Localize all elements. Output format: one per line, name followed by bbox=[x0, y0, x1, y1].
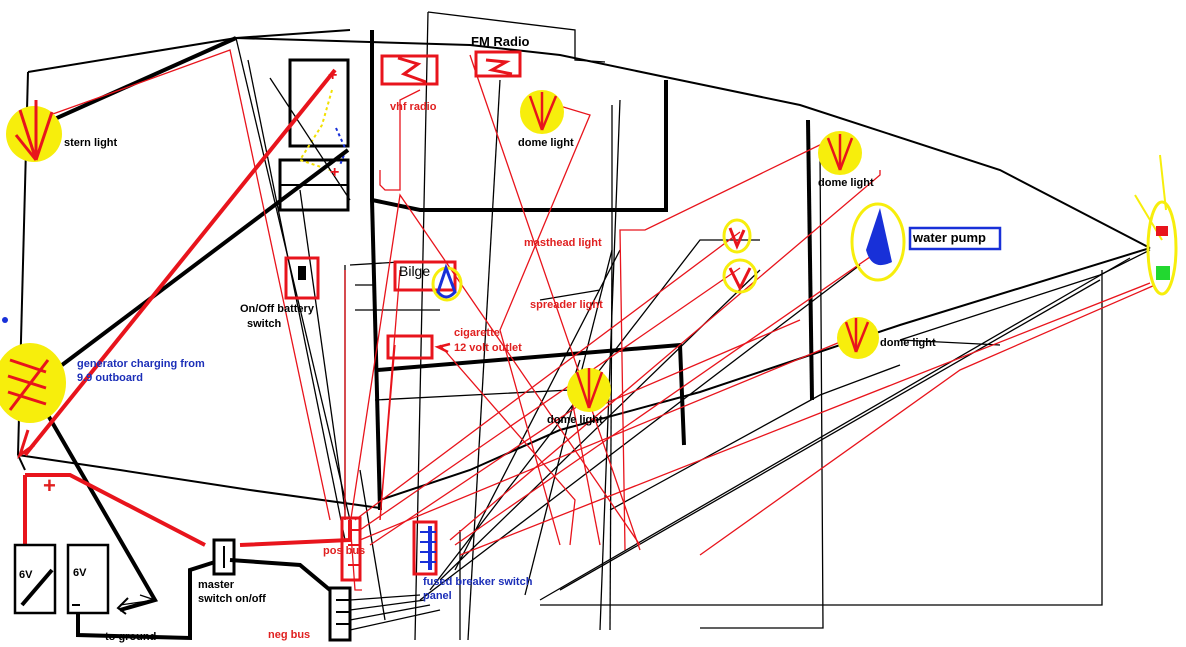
dome-light-1-icon bbox=[520, 90, 564, 134]
fm-radio-label: FM Radio bbox=[471, 34, 530, 49]
masthead-light-label: masthead light bbox=[524, 237, 602, 249]
hull-outline bbox=[17, 36, 1151, 509]
generator-label: 9.9 outboard bbox=[77, 372, 144, 384]
fm-radio-icon bbox=[474, 50, 522, 78]
master-switch-icon bbox=[212, 538, 236, 576]
to-ground-label: to ground bbox=[105, 631, 157, 643]
neg-bus-icon bbox=[328, 586, 352, 642]
cigarette-outlet-icon bbox=[386, 334, 451, 360]
master-switch-label: master bbox=[198, 579, 235, 591]
vhf-radio-label: vhf radio bbox=[390, 101, 437, 113]
water-pump-label: water pump bbox=[913, 230, 986, 245]
neg-bus-label: neg bus bbox=[268, 629, 311, 641]
plus-sign-label: + bbox=[43, 473, 56, 498]
stern-light-label: stern light bbox=[64, 137, 118, 149]
spreader-light-label: spreader light bbox=[530, 299, 603, 311]
dome-light-label: dome light bbox=[880, 337, 936, 349]
dome-light-2-icon bbox=[818, 131, 862, 175]
battery-1-label: 6V bbox=[19, 569, 33, 581]
bilge-pump-icon bbox=[393, 260, 463, 302]
cigarette-outlet-label: cigarette bbox=[454, 327, 500, 339]
battery-2-icon bbox=[66, 543, 110, 615]
pos-bus-icon bbox=[340, 516, 362, 582]
battery-2-label: 6V bbox=[73, 567, 87, 579]
master-switch-label: switch on/off bbox=[198, 593, 266, 605]
fused-panel-icon bbox=[412, 520, 438, 576]
masthead-light-icon bbox=[722, 218, 752, 254]
generator-label: generator charging from bbox=[77, 358, 205, 370]
generator-icon bbox=[0, 343, 66, 459]
vhf-radio-icon bbox=[380, 54, 439, 86]
pos-bus-label: pos bus bbox=[323, 545, 366, 557]
battery-1-icon bbox=[13, 543, 57, 615]
fused-panel-label: panel bbox=[423, 590, 452, 602]
wire-dot-icon bbox=[2, 317, 8, 323]
bow-light-icon bbox=[1134, 154, 1178, 296]
window-dotted-wire bbox=[298, 89, 333, 171]
battery-switch-label: switch bbox=[247, 318, 282, 330]
water-pump-icon bbox=[850, 202, 1002, 282]
ground-wires bbox=[43, 148, 350, 641]
window-boxes bbox=[278, 58, 350, 212]
dome-light-label: dome light bbox=[818, 177, 874, 189]
positive-wires-branch bbox=[35, 49, 1156, 591]
bilge-label: Bilge bbox=[399, 263, 431, 279]
ground-arrow-icon bbox=[116, 597, 129, 615]
battery-switch-icon bbox=[284, 256, 320, 300]
stern-light-icon bbox=[6, 100, 62, 162]
cigarette-outlet-label: 12 volt outlet bbox=[454, 342, 522, 354]
plus-marker-icon: + bbox=[330, 164, 339, 181]
plus-marker-icon: + bbox=[328, 67, 337, 84]
spreader-light-icon bbox=[722, 258, 758, 294]
dome-light-4-icon bbox=[567, 368, 611, 412]
dome-light-label: dome light bbox=[547, 414, 603, 426]
fused-panel-label: fused breaker switch bbox=[423, 576, 533, 588]
battery-switch-label: On/Off battery bbox=[240, 303, 314, 315]
dome-light-3-icon bbox=[837, 317, 879, 359]
dome-light-label: dome light bbox=[518, 137, 574, 149]
